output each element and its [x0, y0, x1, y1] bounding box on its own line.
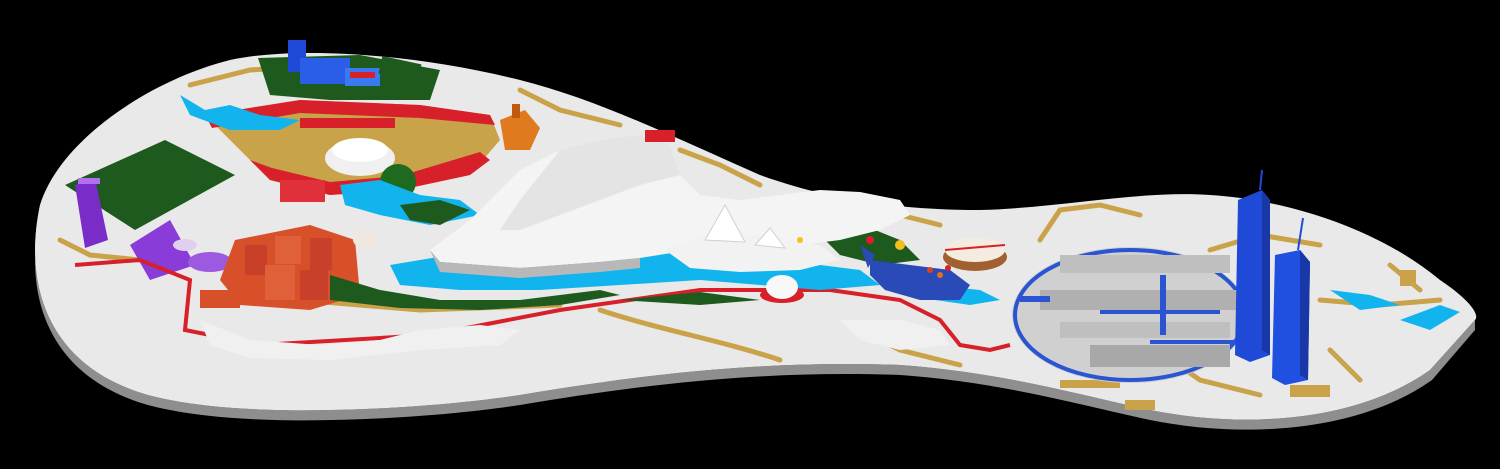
round-pavilion: [943, 238, 1007, 271]
orange-building: [500, 104, 540, 150]
ski-mountain: [430, 130, 910, 278]
purple-ride-area: [75, 178, 232, 280]
colorful-spots: [797, 236, 951, 278]
red-perimeter-wall: [74, 257, 1011, 353]
stadium-arena: [1012, 247, 1250, 383]
snow-peak-island: [665, 203, 840, 272]
blue-building-top: [288, 40, 380, 86]
top-info-sign-group: [378, 56, 422, 82]
left-info-sign-group: [65, 140, 235, 230]
blue-towers: [1235, 169, 1310, 385]
lower-white-terrain: [200, 320, 950, 360]
dome-pavilion: [760, 275, 804, 303]
road-blocks: [1060, 270, 1416, 410]
blue-whale-attraction: [860, 245, 970, 300]
red-brick-castle: [200, 225, 377, 310]
base-slab-edge: [35, 205, 1475, 430]
